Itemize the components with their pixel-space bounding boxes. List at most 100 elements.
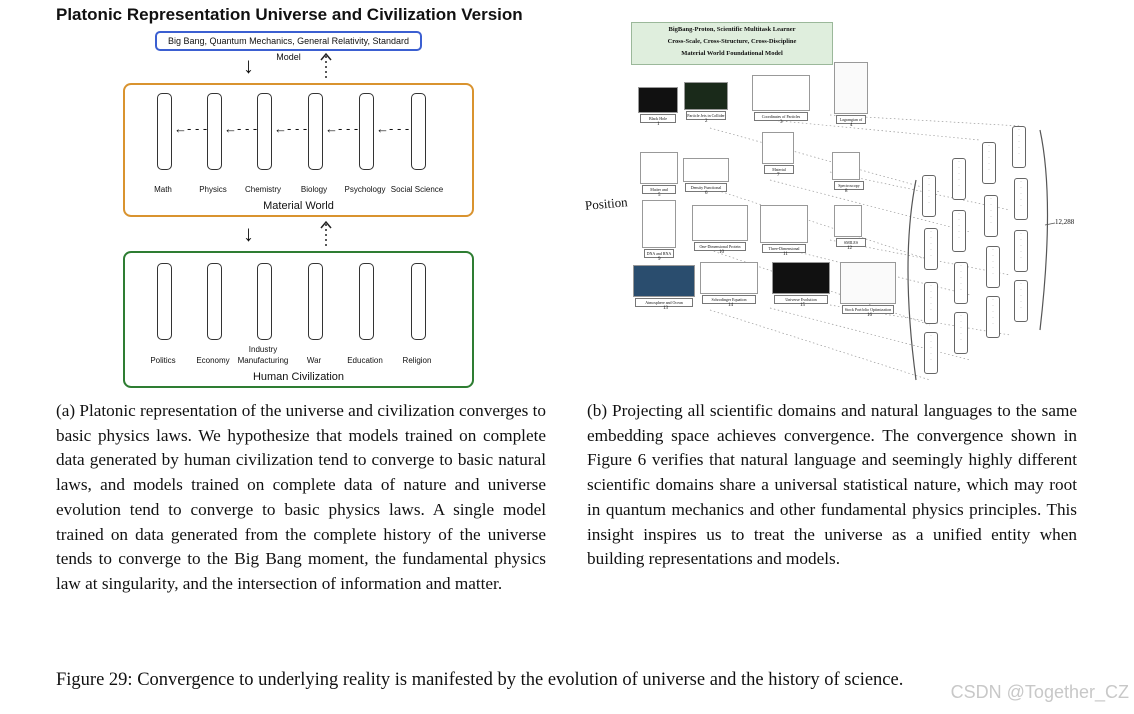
material-world-item-label: Biology xyxy=(300,185,328,194)
domain-number: 2 xyxy=(705,119,708,124)
dashed-left-arrow-icon: ←- - - xyxy=(224,121,258,136)
embedding-vector: ····· xyxy=(924,282,938,324)
domain-label: Density Functional Theory xyxy=(685,183,727,192)
human-civilization-pillar xyxy=(359,263,374,340)
material-world-item-label: Math xyxy=(154,185,172,194)
figure-caption: Figure 29: Convergence to underlying rea… xyxy=(56,670,904,690)
domain-number: 1 xyxy=(657,122,660,127)
human-civilization-item-label: Education xyxy=(347,356,383,365)
human-civilization-pillar xyxy=(308,263,323,340)
down-arrow-icon: ↓ xyxy=(243,53,254,78)
domain-number: 10 xyxy=(719,250,724,255)
domain-thumbnail-image xyxy=(834,62,868,114)
domain-label: DNA and RNA xyxy=(644,249,674,258)
down-arrow-icon: ↓ xyxy=(243,221,254,246)
dotted-up-arrow-icon xyxy=(320,220,332,247)
domain-thumbnail-image xyxy=(640,152,678,184)
embedding-vector: ····· xyxy=(952,210,966,252)
domain-number: 16 xyxy=(867,313,872,318)
domain-thumbnail-image xyxy=(642,200,676,248)
domain-label: Particle Jets in Collider xyxy=(686,111,726,120)
human-civilization-item-label: Politics xyxy=(150,356,176,365)
domain-number: 12 xyxy=(847,246,852,251)
domain-number: 4 xyxy=(850,123,853,128)
model-type: Material World Foundational Model xyxy=(681,50,783,57)
domain-label: Black Hole xyxy=(640,114,676,123)
domain-label: Spectroscopy xyxy=(834,181,864,190)
human-civilization-pillar xyxy=(411,263,426,340)
human-civilization-pillar xyxy=(157,263,172,340)
domain-thumbnail-image xyxy=(633,265,695,297)
domain-thumbnail-image xyxy=(692,205,748,241)
caption-a: (a) Platonic representation of the unive… xyxy=(56,401,546,593)
domain-thumbnail-image xyxy=(683,158,729,182)
dashed-left-arrow-icon: ←- - - xyxy=(274,121,308,136)
embedding-vector: ····· xyxy=(986,296,1000,338)
embedding-vector: ····· xyxy=(954,312,968,354)
dashed-left-arrow-icon: ←- - - xyxy=(174,121,208,136)
material-world-item-label: Physics xyxy=(199,185,227,194)
domain-thumbnail-image xyxy=(762,132,794,164)
embedding-vector: ····· xyxy=(1014,178,1028,220)
domain-thumbnail-image xyxy=(832,152,860,180)
embedding-vector: ····· xyxy=(986,246,1000,288)
human-civilization-item-label: Economy xyxy=(196,356,230,365)
domain-number: 15 xyxy=(800,303,805,308)
dashed-left-arrow-icon: ←- - - xyxy=(325,121,359,136)
embedding-vector: ····· xyxy=(1014,230,1028,272)
domain-label: Schrodinger Equation xyxy=(702,295,756,304)
material-world-item-label: Social Science xyxy=(390,185,444,194)
embedding-vector: ····· xyxy=(982,142,996,184)
domain-number: 7 xyxy=(777,173,780,178)
human-civilization-pillar xyxy=(257,263,272,340)
embedding-dimension-label: 12,288 xyxy=(1055,218,1075,226)
domain-label: Universe Evolution xyxy=(774,295,828,304)
domain-thumbnail-image xyxy=(752,75,810,111)
embedding-vector: ····· xyxy=(984,195,998,237)
human-civilization-item-label: Industry Manufacturing xyxy=(237,345,289,365)
embedding-vector: ····· xyxy=(1014,280,1028,322)
domain-label: SMILES Structure xyxy=(836,238,866,247)
domain-number: 3 xyxy=(780,120,783,125)
domain-number: 14 xyxy=(728,303,733,308)
embedding-vector: ····· xyxy=(954,262,968,304)
dotted-up-arrow-icon xyxy=(320,52,332,79)
domain-label: One-Dimensional Protein Structure xyxy=(694,242,746,251)
domain-number: 8 xyxy=(845,189,848,194)
material-world-pillar xyxy=(207,93,222,170)
human-civilization-item-label: War xyxy=(306,356,322,365)
physics-laws-box: Big Bang, Quantum Mechanics, General Rel… xyxy=(155,31,422,62)
material-world-pillar xyxy=(359,93,374,170)
model-name: BigBang-Proton, Scientific Multitask Lea… xyxy=(668,26,796,33)
embedding-vector: ····· xyxy=(952,158,966,200)
domain-number: 6 xyxy=(705,191,708,196)
human-civilization-pillar xyxy=(207,263,222,340)
domain-number: 11 xyxy=(783,252,788,257)
domain-thumbnail-image xyxy=(772,262,830,294)
material-world-item-label: Psychology xyxy=(344,185,386,194)
domain-label: Three-Dimensional Protein Structure xyxy=(762,244,806,253)
domain-number: 13 xyxy=(663,306,668,311)
embedding-vector: ····· xyxy=(1012,126,1026,168)
left-panel-title: Platonic Representation Universe and Civ… xyxy=(56,5,523,24)
domain-thumbnail-image xyxy=(840,262,896,304)
material-world-pillar xyxy=(308,93,323,170)
domain-thumbnail-image xyxy=(760,205,808,243)
domain-number: 9 xyxy=(658,257,661,262)
dashed-left-arrow-icon: ←- - - xyxy=(376,121,410,136)
human-civilization-label: Human Civilization xyxy=(252,371,345,383)
human-civilization-item-label: Religion xyxy=(402,356,432,365)
domain-label: Atmosphere and Ocean Circulation xyxy=(635,298,693,307)
material-world-pillar xyxy=(411,93,426,170)
domain-label: Material Structure xyxy=(764,165,794,174)
domain-thumbnail-image xyxy=(684,82,728,110)
domain-label: Stock Portfolio Optimization xyxy=(842,305,894,314)
watermark: CSDN @Together_CZ xyxy=(950,682,1129,702)
material-world-box: ←- - - ←- - - ←- - - ←- - - ←- - - Math Physi… xyxy=(123,83,474,217)
model-scope: Cross-Scale, Cross-Structure, Cross-Disc… xyxy=(667,38,797,45)
foundational-model-box: BigBang-Proton, Scientific Multitask Lea… xyxy=(631,22,833,65)
material-world-pillar xyxy=(257,93,272,170)
material-world-label: Material World xyxy=(263,200,334,212)
domain-thumbnail-image xyxy=(834,205,862,237)
